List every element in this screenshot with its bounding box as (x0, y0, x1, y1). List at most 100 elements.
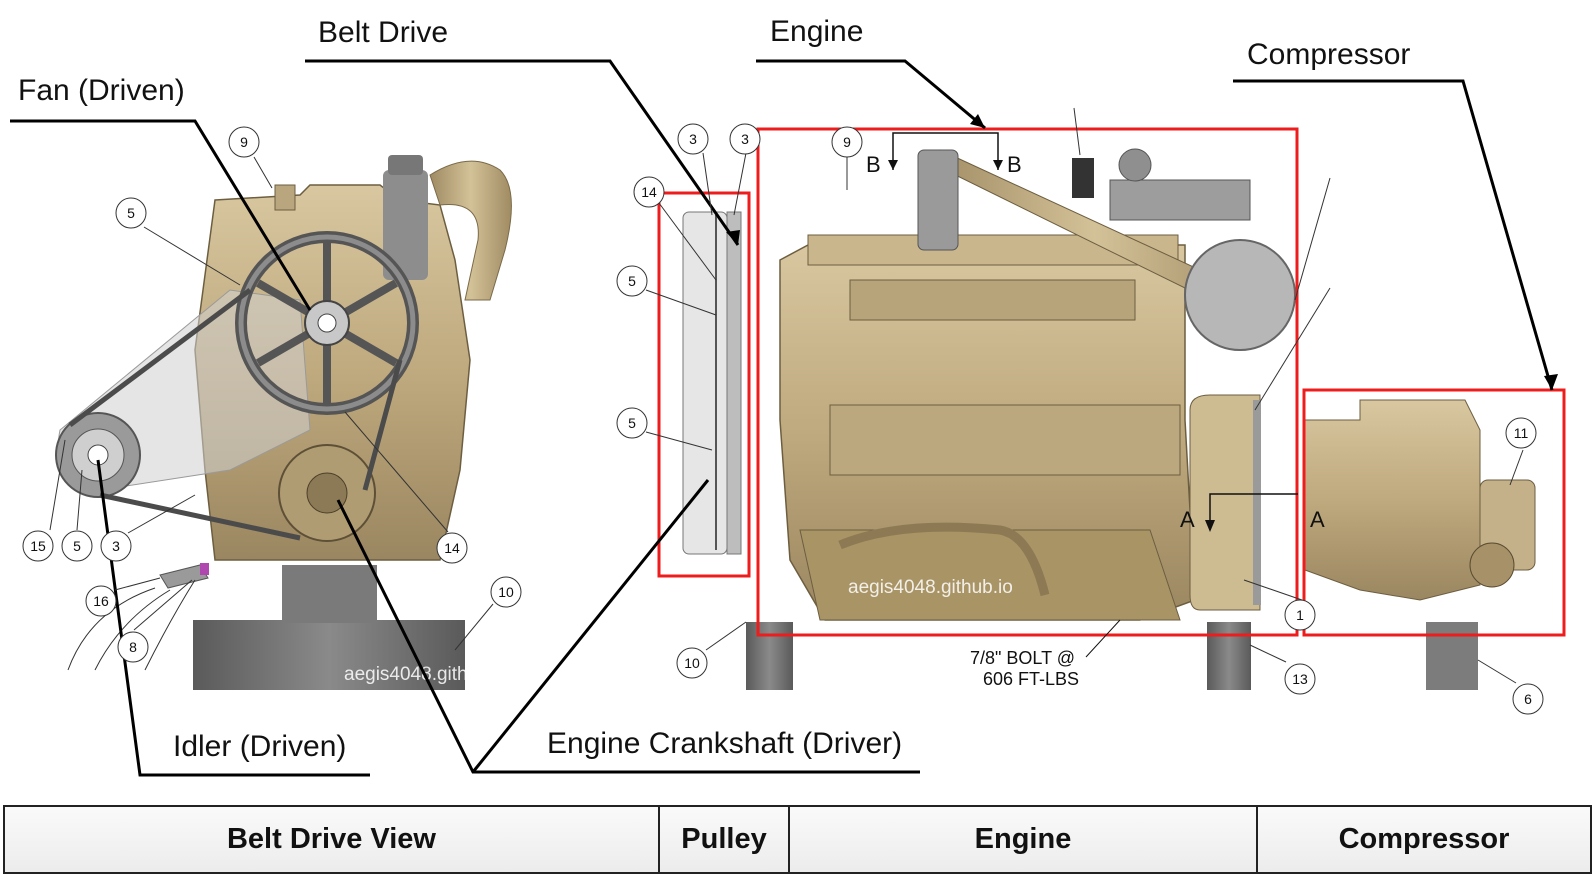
balloon-number: 5 (73, 538, 81, 554)
pulley-stack-side (726, 211, 742, 555)
section-a-left: A (1180, 507, 1195, 532)
balloon-number: 10 (498, 584, 514, 600)
oil-pan (799, 529, 1181, 621)
belt-drive-front-view: aegis4048.github.io (55, 155, 512, 690)
wire (144, 579, 196, 671)
callout-leaders (10, 59, 1554, 777)
legend-belt-drive-view: Belt Drive View (5, 807, 660, 872)
air-cleaner-cap (388, 155, 423, 175)
bolt-note-line2: 606 FT-LBS (983, 669, 1079, 689)
bolt-note-line1: 7/8" BOLT @ (970, 648, 1075, 668)
engine-highlight-box (756, 127, 1299, 637)
callout-engine: Engine (770, 15, 863, 48)
watermark-left: aegis4048.github.io (344, 664, 509, 685)
leader-fan (10, 119, 312, 311)
legend-table: Belt Drive View Pulley Engine Compressor (3, 805, 1592, 874)
balloon-number: 3 (112, 538, 120, 554)
balloon-number: 6 (1524, 691, 1532, 707)
crankshaft-hub (306, 472, 348, 514)
leader-idler (96, 459, 370, 777)
rear-mount-side (1207, 622, 1251, 690)
callout-belt-drive: Belt Drive (318, 16, 448, 49)
callout-compressor: Compressor (1247, 38, 1410, 71)
legend-compressor: Compressor (1338, 823, 1510, 855)
compressor-highlight-box (1302, 388, 1566, 637)
block-rail (829, 404, 1181, 476)
balloons-left-view: 9 5 15 5 3 14 16 8 10 (22, 126, 522, 663)
bolt-note-leader (1085, 619, 1121, 658)
section-b-arrow-left (888, 160, 898, 170)
fan-wheel (235, 231, 419, 415)
section-b-arrow-right (993, 160, 1003, 170)
legend-pulley: Pulley (660, 807, 790, 872)
engine-mount-left (282, 565, 377, 623)
arrowhead-engine (970, 114, 985, 128)
turbocharger (1184, 239, 1296, 351)
leader-compressor (1233, 79, 1554, 391)
belt-right (362, 359, 403, 491)
turbo-piping (1109, 179, 1251, 221)
belt-upper (68, 288, 252, 427)
section-a-right: A (1310, 507, 1325, 532)
fan-hub-bore (317, 313, 337, 333)
balloons-side-view: 3 3 14 5 5 9 10 1 13 11 6 (616, 123, 1544, 715)
callout-idler: Idler (Driven) (173, 730, 346, 763)
wire (67, 587, 156, 671)
flywheel-ring (1253, 400, 1261, 605)
flywheel-housing (1189, 394, 1261, 611)
balloon-number: 5 (628, 273, 636, 289)
compressor-body (1304, 399, 1481, 601)
side-view: aegis4048.github.io (682, 148, 1536, 690)
arrowhead-belt-drive (726, 230, 740, 245)
diagram-svg: aegis4048.github.io aegis4048.g (10, 15, 1566, 777)
balloon-number: 15 (30, 538, 46, 554)
section-markers: B B A A (866, 132, 1325, 532)
section-b-left: B (866, 152, 881, 177)
section-a-arrow (1205, 520, 1215, 532)
callout-fan: Fan (Driven) (18, 74, 185, 107)
balloon-number: 1 (1296, 607, 1304, 623)
sensor (1072, 158, 1094, 198)
compressor-mount-side (1426, 622, 1478, 690)
leader-belt-drive (305, 59, 740, 246)
solenoid-valve (1118, 148, 1152, 182)
callout-crankshaft: Engine Crankshaft (Driver) (547, 727, 902, 760)
watermark-right: aegis4048.github.io (848, 577, 1013, 598)
balloon-number: 16 (93, 593, 109, 609)
valve-fitting-tip (200, 563, 209, 575)
fan-rim-highlight (238, 234, 416, 412)
balloon-number: 14 (641, 184, 657, 200)
wire (94, 589, 171, 671)
valve-fitting (159, 564, 209, 589)
balloon-number: 3 (689, 131, 697, 147)
leader-crankshaft-b (471, 479, 710, 773)
section-a-line (1209, 493, 1298, 530)
balloon-number: 5 (628, 415, 636, 431)
balloon-number: 3 (741, 131, 749, 147)
balloon-number: 9 (240, 134, 248, 150)
front-mount-side (746, 622, 793, 690)
skid-base-left (193, 620, 465, 690)
legend-engine: Engine (790, 807, 1258, 872)
arrowhead-compressor (1544, 374, 1558, 390)
balloon-number: 5 (127, 205, 135, 221)
intake-pipe (429, 160, 512, 301)
balloon-number: 11 (1514, 425, 1529, 441)
balloon-number: 13 (1292, 671, 1308, 687)
manifold (849, 279, 1136, 321)
air-cleaner-housing (383, 170, 428, 280)
balloon-number: 10 (684, 655, 700, 671)
compressor-port (1469, 542, 1515, 588)
section-b-right: B (1007, 152, 1022, 177)
balloon-number: 8 (129, 639, 137, 655)
balloon-leaders (49, 107, 1524, 684)
filler-cap (274, 184, 296, 211)
balloon-number: 9 (843, 134, 851, 150)
leader-engine (756, 59, 986, 130)
throttle-body (917, 149, 959, 251)
pulley-highlight-box (657, 191, 751, 578)
coolant-pipe (838, 522, 1050, 597)
section-b-line (892, 132, 999, 170)
belt-lower (99, 492, 301, 541)
